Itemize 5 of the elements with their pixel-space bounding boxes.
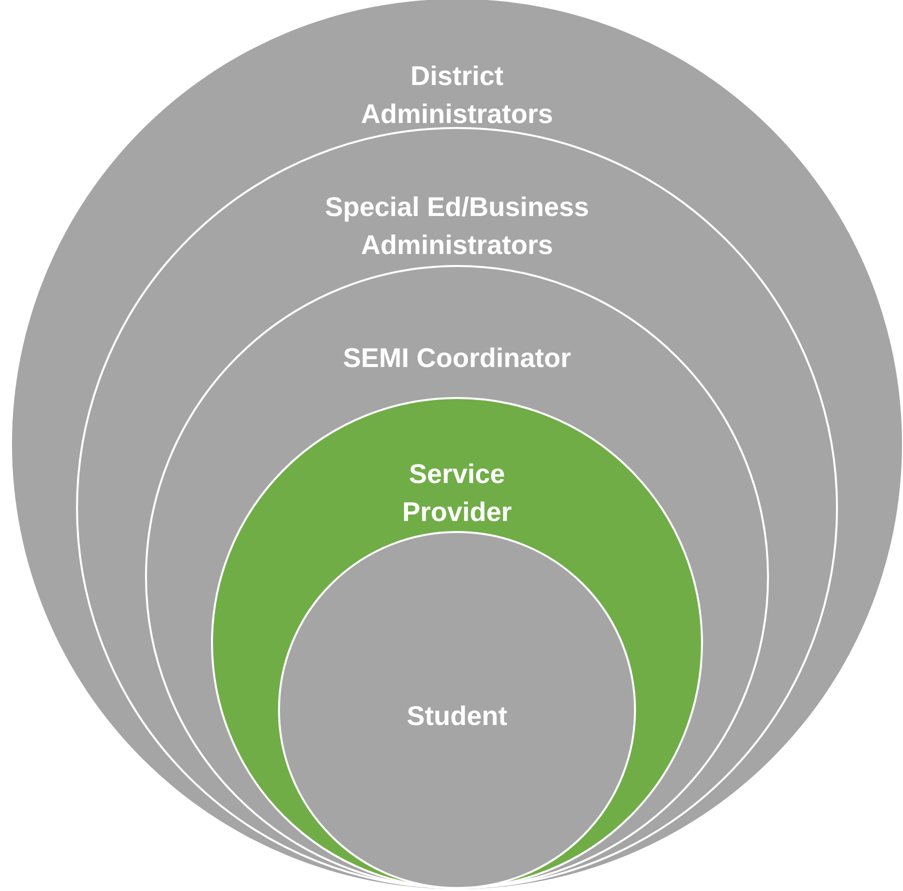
ring-label: Special Ed/Business Administrators xyxy=(324,191,590,262)
ring-label: Service Provider xyxy=(401,458,513,529)
ring-label: District Administrators xyxy=(360,60,554,131)
ring-label: SEMI Coordinator xyxy=(342,342,572,375)
ring-label: Student xyxy=(406,700,508,733)
